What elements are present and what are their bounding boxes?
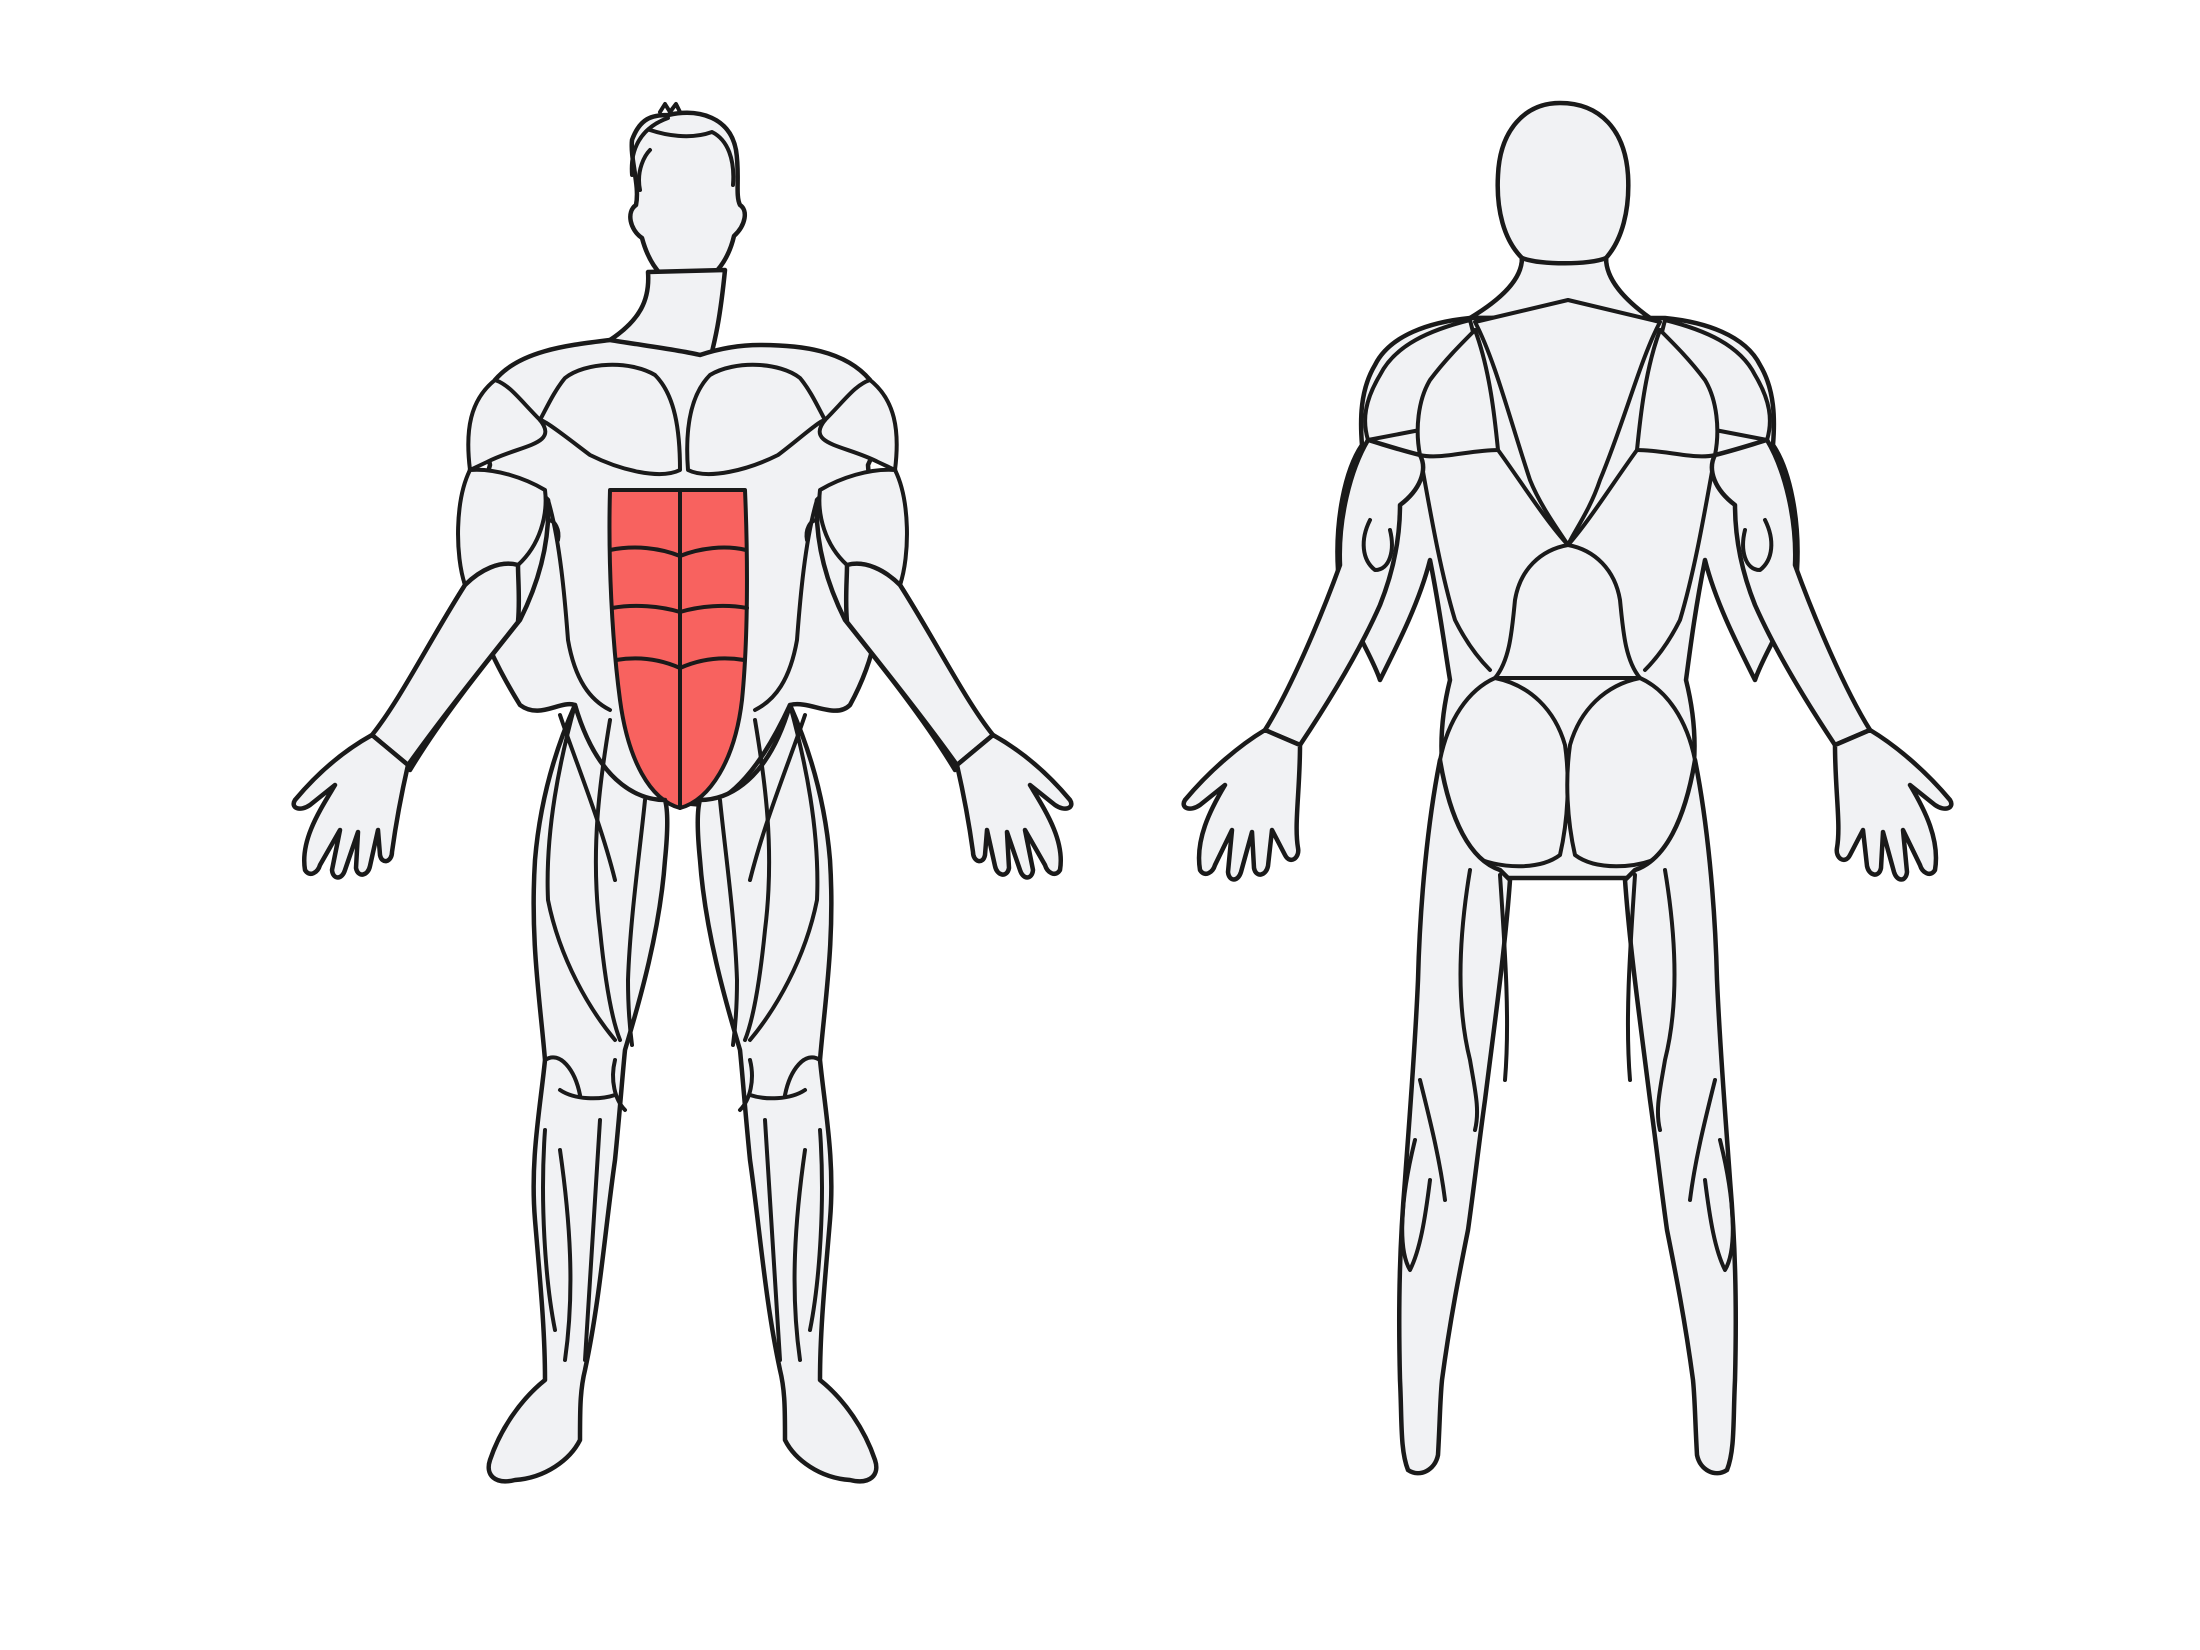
front-pec-left [538,362,682,477]
front-sartorius-left [558,713,617,882]
back-hamstring-right [1625,868,1677,1132]
front-knee-right [738,1055,822,1112]
back-tricep-right [1741,518,1774,572]
back-glute-right [1565,676,1699,869]
abdominals-highlight [607,488,749,810]
front-quad-right-inner [718,798,739,1047]
front-knee-left [543,1055,627,1112]
abs-row-2 [610,603,749,614]
back-view [1181,100,1954,1476]
back-leg-right [1622,757,1739,1476]
front-deltoid-right [817,378,899,472]
back-hand-right [1832,727,1954,882]
front-sartorius-right [748,713,807,882]
back-arm-right [1709,437,1873,748]
back-neck [1467,255,1653,321]
back-calf-right [1688,1078,1735,1272]
front-hair-tuft [658,102,682,114]
front-quad-right-outer [748,703,820,1042]
back-hand-left [1181,727,1303,882]
back-lat-right [1566,448,1717,672]
back-leg-left [1396,757,1513,1476]
front-serratus-left [546,518,561,542]
front-deltoid-left [466,378,548,472]
back-hamstring-left [1458,868,1510,1132]
abs-row-1 [608,545,748,558]
front-head [628,110,748,291]
front-hand-left [291,732,411,880]
front-quad-left-outer [545,703,617,1042]
front-pec-right [685,362,827,477]
front-forearm-left [369,561,522,768]
front-serratus-right [804,518,819,542]
back-infraspinatus-right [1635,328,1720,459]
front-shin-left [541,1118,602,1362]
back-lower-back [1493,543,1642,680]
front-quad-right-mid [743,718,772,1042]
front-hand-right [954,732,1074,880]
abs-row-3 [614,656,746,670]
front-hair-line [629,116,736,192]
back-infraspinatus-left [1415,328,1500,459]
front-forearm-right [843,561,996,768]
front-quad-left-mid [593,718,622,1042]
back-arm-left [1262,437,1426,748]
front-quad-left-inner [626,798,647,1047]
back-tricep-left [1361,518,1394,572]
front-view [291,102,1074,1484]
front-shin-right [763,1118,824,1362]
back-glute-left [1436,676,1570,869]
back-lat-left [1418,448,1570,672]
back-calf-left [1400,1078,1447,1272]
